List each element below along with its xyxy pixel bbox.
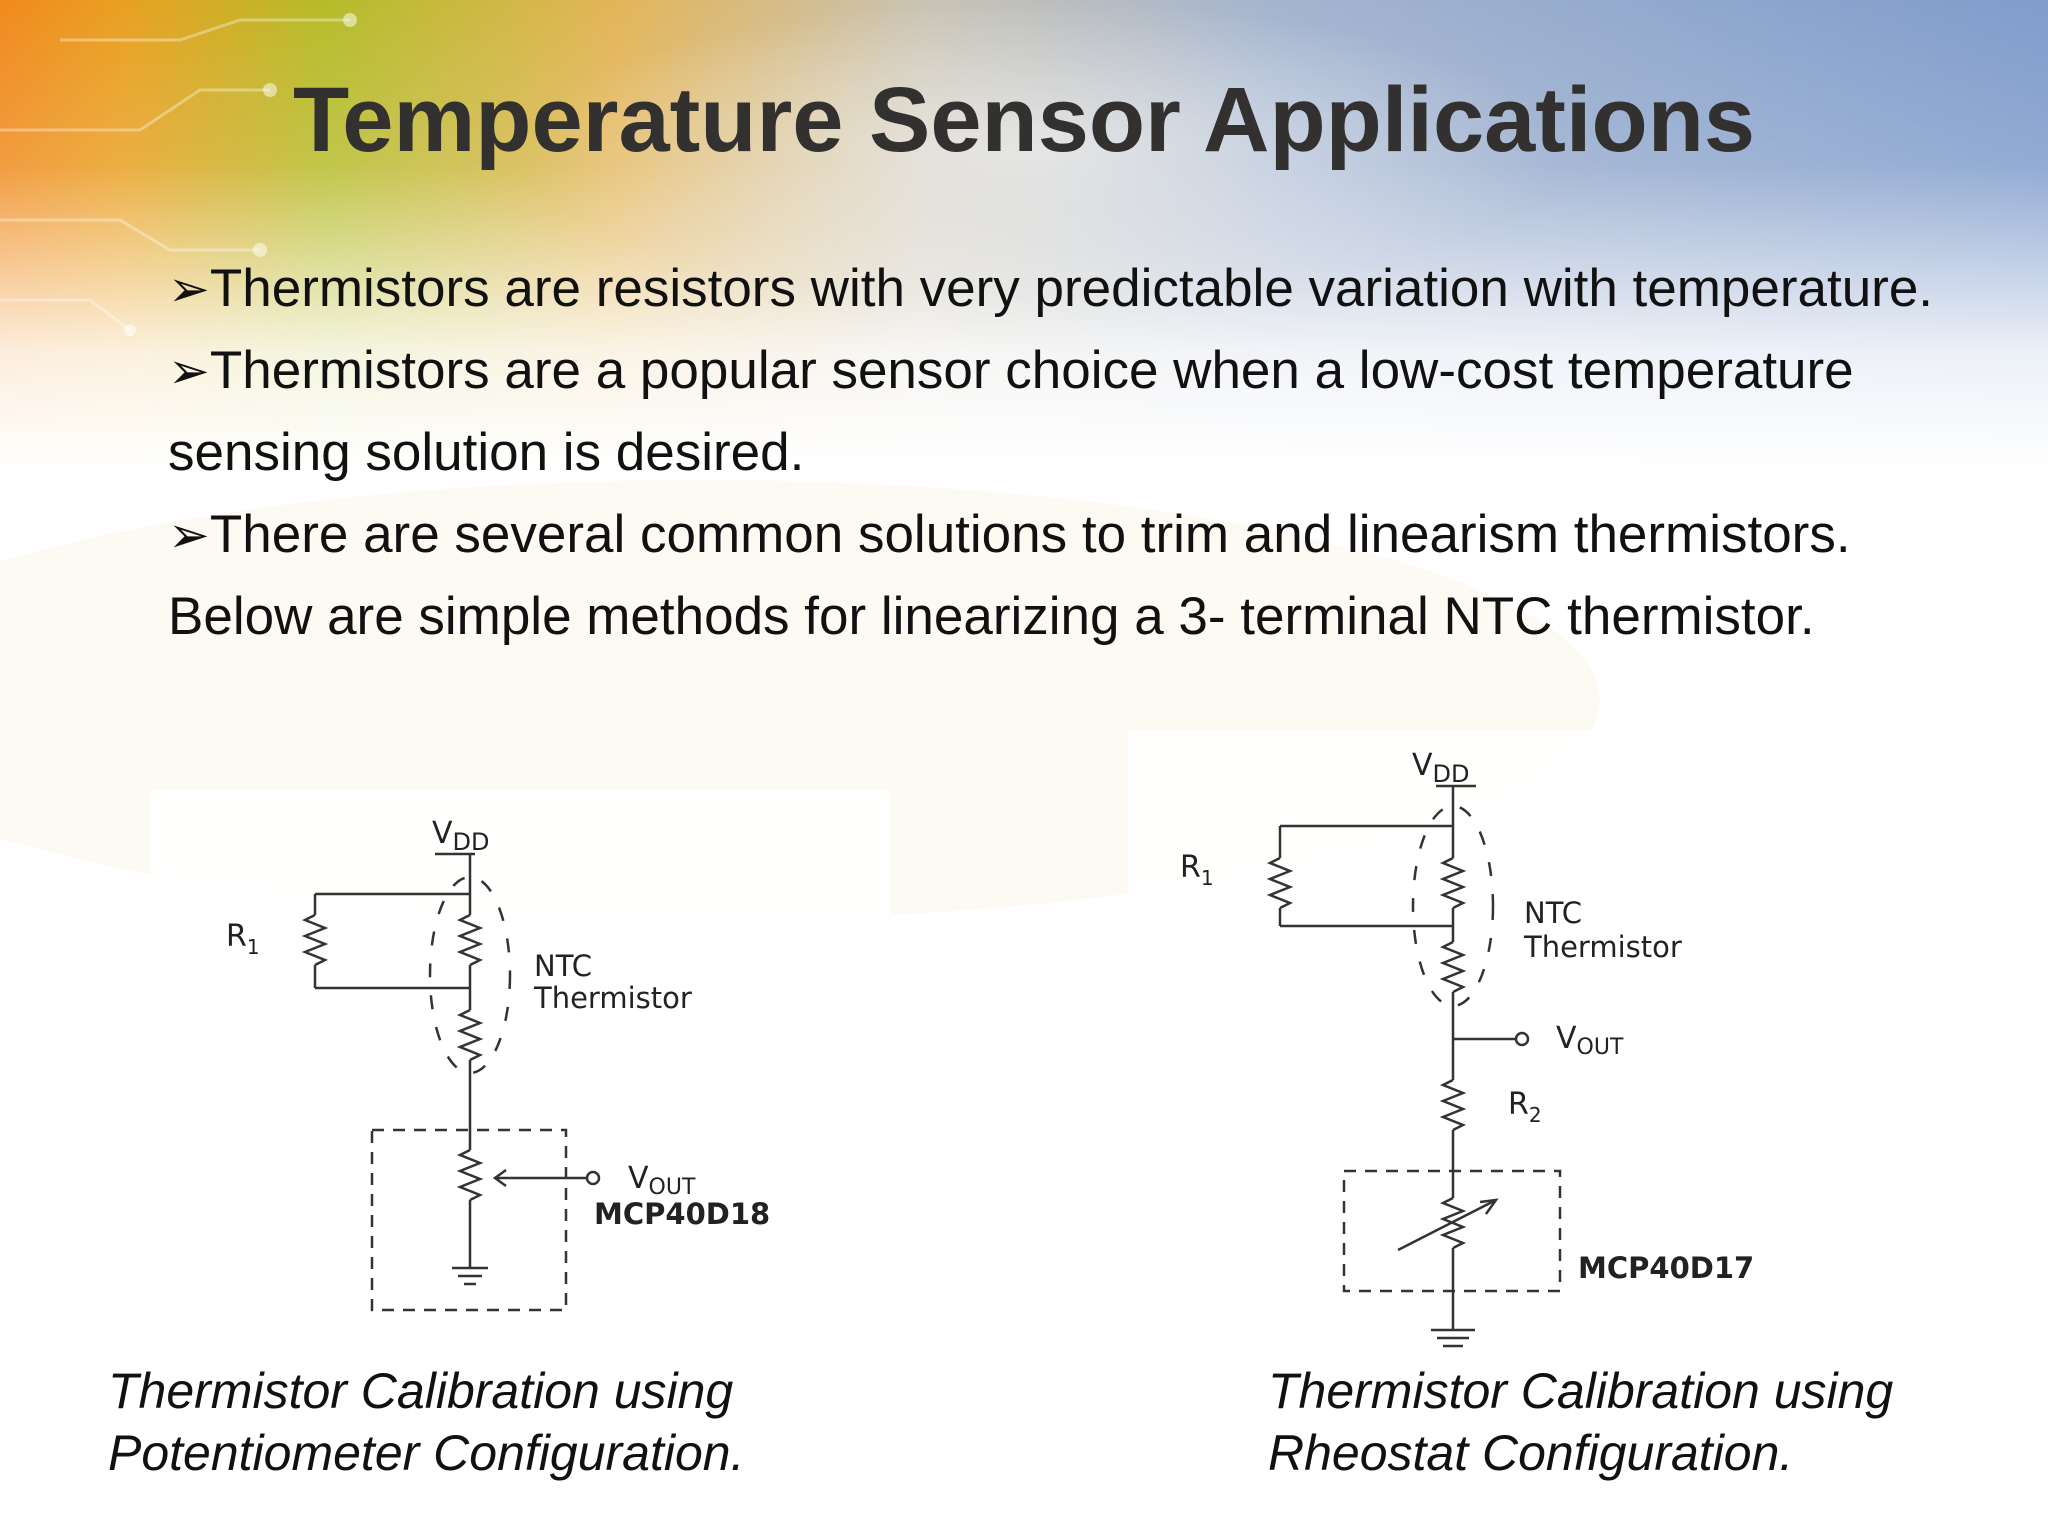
r1-label: R1 <box>1180 850 1214 890</box>
vout-main: V <box>628 1161 649 1196</box>
r2-sub: 2 <box>1529 1103 1542 1127</box>
vdd-label: VDD <box>1412 748 1470 788</box>
thermistor-label: Thermistor <box>1523 930 1682 964</box>
ntc-label: NTC <box>1524 896 1582 930</box>
part-number-label: MCP40D18 <box>594 1197 770 1231</box>
slide-title: Temperature Sensor Applications <box>292 69 1756 171</box>
bullet-item: ➢There are several common solutions to t… <box>168 494 2008 658</box>
caption-line: Potentiometer Configuration. <box>108 1425 745 1481</box>
vdd-main: V <box>1412 748 1433 783</box>
bullet-text: Thermistors are a popular sensor choice … <box>168 341 1854 482</box>
caption-line: Thermistor Calibration using <box>108 1363 734 1419</box>
r2-main: R <box>1508 1087 1529 1122</box>
bullet-arrow-icon: ➢ <box>168 507 210 563</box>
ntc-label: NTC <box>534 949 592 983</box>
caption-line: Rheostat Configuration. <box>1268 1425 1794 1481</box>
rheostat-circuit-diagram: VDD R1 NTC Thermistor VOUT R2 MCP40D17 <box>1128 730 1868 1360</box>
vout-label: VOUT <box>628 1161 696 1200</box>
r1-sub: 1 <box>1201 866 1214 890</box>
vout-main: V <box>1556 1021 1577 1056</box>
right-diagram-caption: Thermistor Calibration using Rheostat Co… <box>1268 1360 1893 1484</box>
vout-sub: OUT <box>649 1175 696 1200</box>
bullet-arrow-icon: ➢ <box>168 343 210 399</box>
r2-label: R2 <box>1508 1087 1542 1127</box>
bullet-text: There are several common solutions to tr… <box>168 505 1851 646</box>
part-number-label: MCP40D17 <box>1578 1251 1754 1285</box>
vdd-main: V <box>432 816 453 851</box>
bullet-arrow-icon: ➢ <box>168 261 210 317</box>
vdd-sub: DD <box>1433 760 1470 788</box>
vout-label: VOUT <box>1556 1021 1624 1060</box>
r1-main: R <box>226 919 247 954</box>
vdd-label: VDD <box>432 816 490 856</box>
r1-main: R <box>1180 850 1201 885</box>
r1-label: R1 <box>226 919 260 959</box>
thermistor-label: Thermistor <box>533 981 692 1015</box>
bullet-text: Thermistors are resistors with very pred… <box>209 259 1934 318</box>
vout-sub: OUT <box>1577 1035 1624 1060</box>
bullet-item: ➢Thermistors are a popular sensor choice… <box>168 330 2008 494</box>
vdd-sub: DD <box>453 828 490 856</box>
caption-line: Thermistor Calibration using <box>1268 1363 1894 1419</box>
potentiometer-circuit-diagram: VDD R1 NTC Thermistor VOUT MCP40D18 <box>150 790 890 1340</box>
bullet-list: ➢Thermistors are resistors with very pre… <box>168 248 2008 658</box>
left-diagram-caption: Thermistor Calibration using Potentiomet… <box>108 1360 744 1484</box>
bullet-item: ➢Thermistors are resistors with very pre… <box>168 248 2008 330</box>
r1-sub: 1 <box>247 935 260 959</box>
